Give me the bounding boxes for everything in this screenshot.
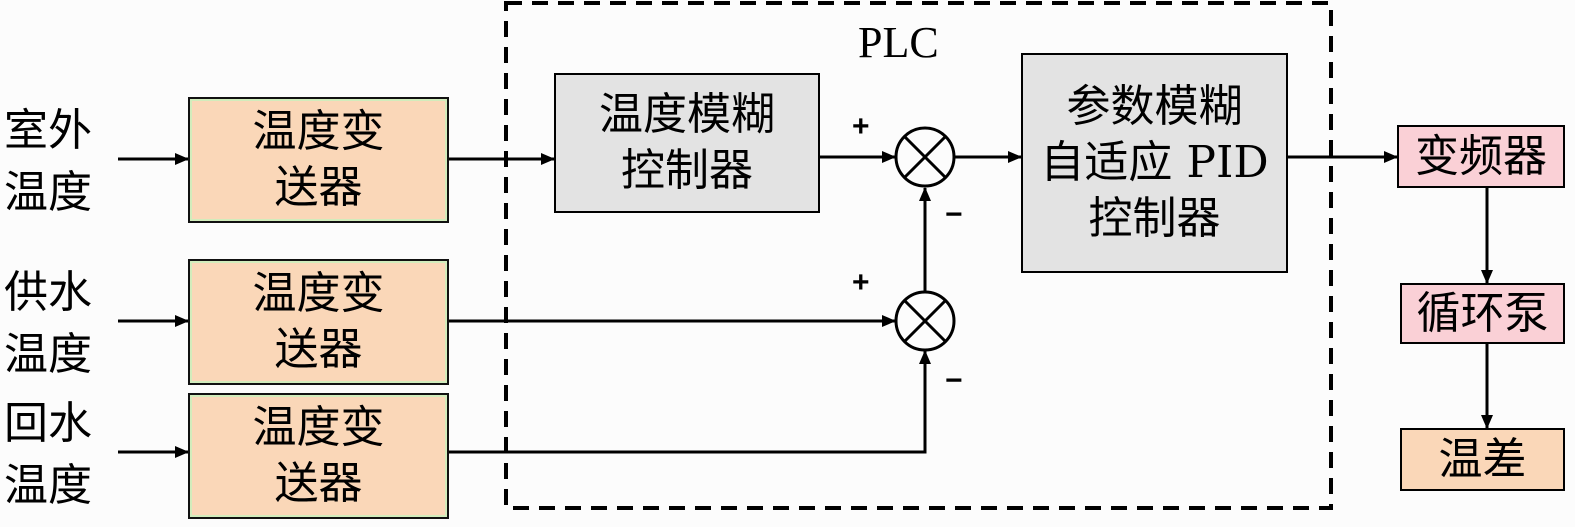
fuzzy-adaptive-pid-controller: 参数模糊 自适应 PID 控制器: [1021, 53, 1288, 273]
vfd-label: 变频器: [1415, 130, 1547, 182]
temperature-difference: 温差: [1400, 428, 1565, 491]
transmitter-2-label: 温度变 送器: [252, 268, 385, 375]
plc-boundary: [504, 1, 1333, 510]
input-supply-temperature: 供水 温度: [4, 267, 92, 380]
fuzzy-temperature-controller-label: 温度模糊 控制器: [599, 89, 775, 196]
sum1-minus-sign: −: [945, 198, 963, 231]
temperature-difference-label: 温差: [1438, 433, 1527, 485]
sum2-plus-sign: +: [852, 266, 870, 299]
transmitter-1-label: 温度变 送器: [252, 106, 385, 213]
temperature-transmitter-3: 温度变 送器: [188, 393, 449, 519]
plc-label: PLC: [858, 18, 939, 67]
variable-frequency-drive: 变频器: [1397, 125, 1565, 188]
sum2-minus-sign: −: [945, 364, 963, 397]
input-return-temperature: 回水 温度: [4, 398, 92, 511]
fuzzy-temperature-controller: 温度模糊 控制器: [554, 73, 820, 213]
summing-junction-2: [894, 290, 956, 352]
circulation-pump: 循环泵: [1400, 283, 1565, 344]
transmitter-3-label: 温度变 送器: [252, 402, 385, 509]
sum1-plus-sign: +: [852, 110, 870, 143]
temperature-transmitter-2: 温度变 送器: [188, 259, 449, 385]
pump-label: 循环泵: [1416, 287, 1549, 339]
arrow-transmitter3-to-sum2: [449, 350, 931, 454]
fuzzy-adaptive-pid-controller-label: 参数模糊 自适应 PID 控制器: [1040, 81, 1269, 244]
input-outdoor-temperature: 室外 温度: [4, 105, 92, 218]
temperature-transmitter-1: 温度变 送器: [188, 97, 449, 223]
summing-junction-1: [894, 126, 956, 188]
